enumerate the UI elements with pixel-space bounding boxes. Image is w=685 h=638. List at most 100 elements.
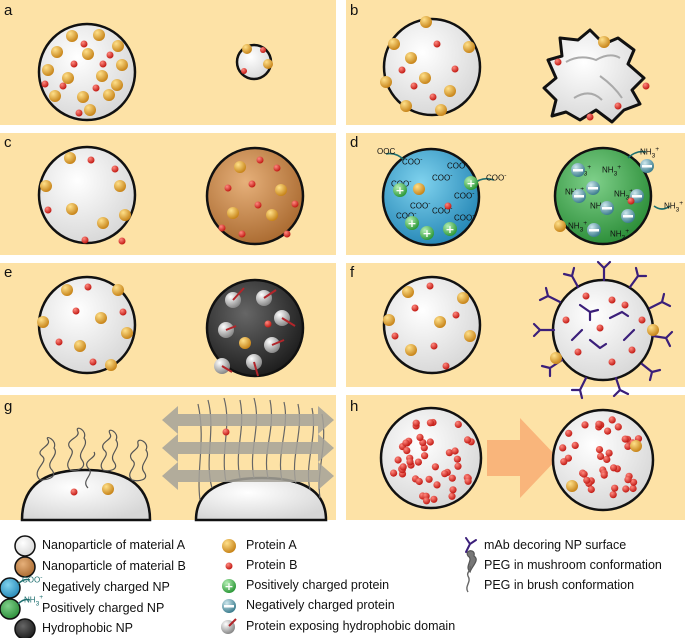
protein-a-cluster — [42, 29, 128, 116]
coo-label: COO- — [396, 210, 417, 221]
protein-a — [239, 337, 251, 349]
panel-label-d: d — [350, 134, 359, 151]
legend-material-b-icon — [14, 556, 36, 578]
legend-pos-np-ligand — [17, 598, 31, 605]
np-material-a — [382, 275, 482, 375]
legend-pos-np-icon — [0, 598, 21, 620]
coo-label: COO- — [410, 200, 431, 211]
protein-a — [102, 483, 114, 495]
protein-b — [441, 470, 449, 478]
nh3-label: NH3+ — [610, 228, 630, 242]
nh3-label: NH3+ — [664, 200, 684, 214]
protein-b — [614, 102, 622, 110]
np-material-b — [205, 146, 305, 246]
svg-text:+: + — [407, 217, 416, 230]
protein-b — [406, 458, 414, 466]
protein-b — [622, 485, 630, 493]
polymer-chains — [565, 54, 623, 101]
protein-b — [583, 476, 591, 484]
protein-b — [414, 458, 422, 466]
protein-b — [403, 447, 411, 455]
coo-label: COO- — [486, 172, 507, 183]
protein-b — [586, 113, 594, 121]
protein-b-cluster — [55, 283, 127, 366]
arrow-icon — [487, 418, 558, 498]
protein-b-cluster — [44, 156, 126, 245]
legend-neg-np-ligand-text: COO- — [22, 574, 43, 585]
protein-b — [426, 438, 434, 446]
protein-b-cluster — [398, 40, 459, 101]
protein-b — [394, 456, 402, 464]
coo-label: COO- — [402, 156, 423, 167]
protein-b — [565, 429, 573, 437]
protein-b — [449, 486, 457, 494]
protein-b — [614, 423, 622, 431]
negatively-charged-protein — [571, 159, 654, 237]
panel-label-c: c — [4, 134, 12, 151]
legend-material-a-icon — [14, 535, 36, 557]
protein-b — [241, 68, 247, 74]
legend-peg-mushroom-icon — [466, 550, 477, 574]
protein-b — [415, 477, 423, 486]
legend-material-b: Nanoparticle of material B — [42, 559, 186, 573]
legend-mab: mAb decoring NP surface — [484, 538, 627, 552]
np-material-a — [379, 406, 483, 510]
protein-b — [390, 469, 398, 477]
positively-charged-protein: + + + + + — [393, 176, 478, 240]
protein-b — [399, 463, 407, 471]
protein-a — [554, 220, 566, 232]
panel-label-f: f — [350, 264, 355, 281]
protein-b — [264, 320, 272, 328]
protein-b — [464, 477, 472, 485]
panel-label-g: g — [4, 398, 13, 415]
protein-a — [242, 44, 252, 54]
protein-b — [560, 458, 568, 466]
coo-label: COO- — [447, 160, 468, 171]
svg-text:+: + — [395, 184, 404, 197]
protein-b — [412, 419, 420, 427]
panel-label-b: b — [350, 2, 359, 19]
protein-b — [595, 446, 604, 454]
legend-neg-np-icon — [0, 577, 21, 599]
protein-b — [260, 47, 266, 53]
protein-b — [454, 420, 462, 428]
np-material-a — [37, 145, 137, 245]
protein-a-cluster — [383, 286, 476, 356]
protein-b — [600, 471, 608, 479]
protein-b-cluster — [390, 418, 475, 505]
protein-b — [464, 436, 472, 444]
protein-b — [454, 462, 462, 470]
protein-b — [581, 421, 589, 429]
protein-b — [425, 475, 433, 483]
panel-label-h: h — [350, 398, 359, 415]
legend-mab-icon — [465, 537, 477, 553]
protein-a — [647, 324, 659, 336]
legend-neg-np-ligand — [17, 578, 31, 585]
protein-b — [604, 427, 612, 435]
legend-hydrophobic-protein: Protein exposing hydrophobic domain — [246, 619, 456, 633]
repulsion-arrows — [162, 406, 334, 490]
minus-icon — [224, 605, 234, 608]
protein-b — [222, 428, 230, 436]
protein-b-cluster — [41, 40, 114, 117]
protein-a — [566, 480, 578, 492]
protein-b — [430, 495, 438, 503]
protein-b — [422, 497, 431, 505]
panel-label-e: e — [4, 264, 13, 281]
protein-b — [627, 197, 635, 205]
protein-a — [630, 440, 642, 452]
coo-label: COO- — [454, 190, 475, 201]
protein-b — [70, 488, 78, 496]
coo-label: COO- — [432, 205, 453, 216]
hydrophobic-protein-cluster — [214, 287, 296, 377]
protein-b — [597, 452, 605, 460]
panel-label-a: a — [4, 2, 13, 19]
protein-b — [608, 416, 616, 424]
protein-a — [263, 59, 273, 69]
protein-b — [448, 474, 456, 482]
legend-hydrophobic-np-icon — [14, 618, 36, 638]
legend-protein-a: Protein A — [246, 538, 297, 552]
nh3-label: NH3+ — [614, 188, 634, 202]
protein-b — [451, 447, 459, 455]
peg-brush-np — [194, 476, 328, 522]
